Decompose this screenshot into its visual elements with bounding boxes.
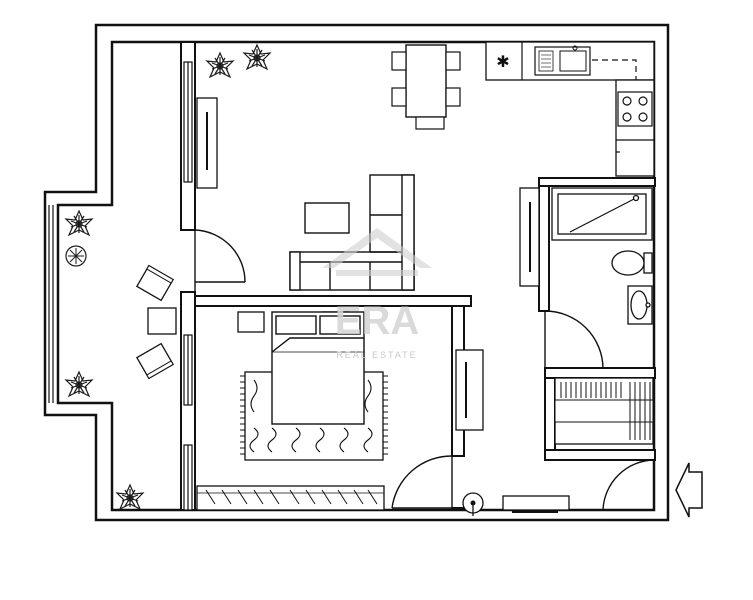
watermark-brand: ERA — [335, 299, 419, 343]
wardrobe-icon — [455, 349, 484, 431]
doors — [194, 229, 655, 521]
bathroom — [519, 187, 653, 325]
balcony-chair — [135, 342, 175, 380]
potted-plant-icon — [206, 52, 234, 78]
shoe-cabinet — [502, 495, 570, 511]
bedroom — [196, 311, 484, 511]
era-watermark — [322, 228, 432, 276]
potted-plant-icon — [116, 484, 144, 510]
kitchen: ✱ — [485, 41, 655, 177]
watermark-tagline: REAL ESTATE — [336, 350, 417, 360]
potted-plant-icon — [65, 245, 87, 267]
toilet-icon — [611, 250, 653, 276]
interior-walls — [180, 41, 656, 511]
washbasin-icon — [627, 285, 653, 325]
dining-table-icon — [391, 44, 461, 130]
radiator — [196, 485, 385, 511]
balcony-furniture — [65, 210, 177, 510]
entry-wardrobe — [554, 377, 654, 445]
washing-machine-icon — [462, 492, 484, 516]
entrance-arrow-icon — [675, 462, 703, 518]
potted-plant-icon — [65, 371, 93, 397]
coffee-table — [304, 202, 350, 234]
double-bed-icon — [271, 311, 365, 425]
kitchen-sink-icon — [534, 45, 591, 76]
potted-plant-icon — [243, 44, 271, 70]
exterior-walls — [43, 23, 670, 522]
entry-area — [462, 492, 570, 516]
bathtub-icon — [551, 187, 653, 241]
svg-text:✱: ✱ — [496, 52, 509, 71]
potted-plant-icon — [65, 210, 93, 236]
stove-icon — [617, 91, 653, 127]
balcony-chair — [135, 264, 175, 302]
balcony-window — [48, 205, 54, 403]
balcony-table — [147, 307, 177, 335]
windows — [183, 61, 193, 511]
